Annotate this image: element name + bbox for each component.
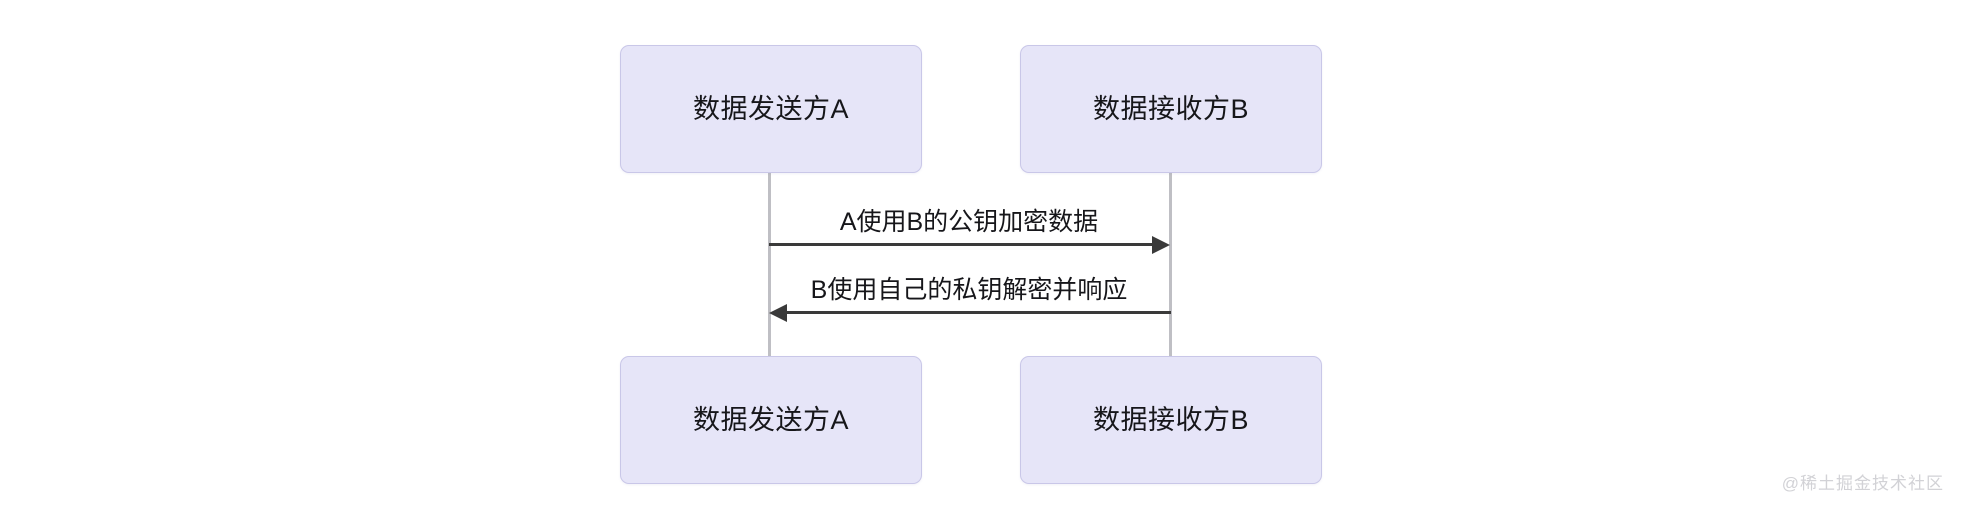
participant-label-bottom-receiver-b: 数据接收方B	[1092, 404, 1249, 435]
lifeline-receiver-b	[1169, 170, 1172, 358]
participant-label-top-sender-a: 数据发送方A	[692, 93, 849, 124]
participant-box-top-receiver-b[interactable]: 数据接收方B	[1020, 45, 1322, 173]
watermark-text: @稀土掘金技术社区	[1781, 474, 1944, 493]
participant-box-bottom-receiver-b[interactable]: 数据接收方B	[1020, 356, 1322, 484]
lifeline-sender-a	[768, 170, 771, 358]
arrowhead-right-icon-1	[1152, 235, 1170, 254]
participant-box-bottom-sender-a[interactable]: 数据发送方A	[620, 356, 922, 484]
message-label-1: A使用B的公钥加密数据	[839, 208, 1099, 236]
participant-box-top-sender-a[interactable]: 数据发送方A	[620, 45, 922, 173]
arrowhead-left-icon-2	[769, 303, 787, 322]
message-line-2	[787, 311, 1171, 314]
message-label-2: B使用自己的私钥解密并响应	[810, 276, 1128, 304]
participant-label-top-receiver-b: 数据接收方B	[1092, 93, 1249, 124]
participant-label-bottom-sender-a: 数据发送方A	[692, 404, 849, 435]
message-line-1	[769, 243, 1153, 246]
